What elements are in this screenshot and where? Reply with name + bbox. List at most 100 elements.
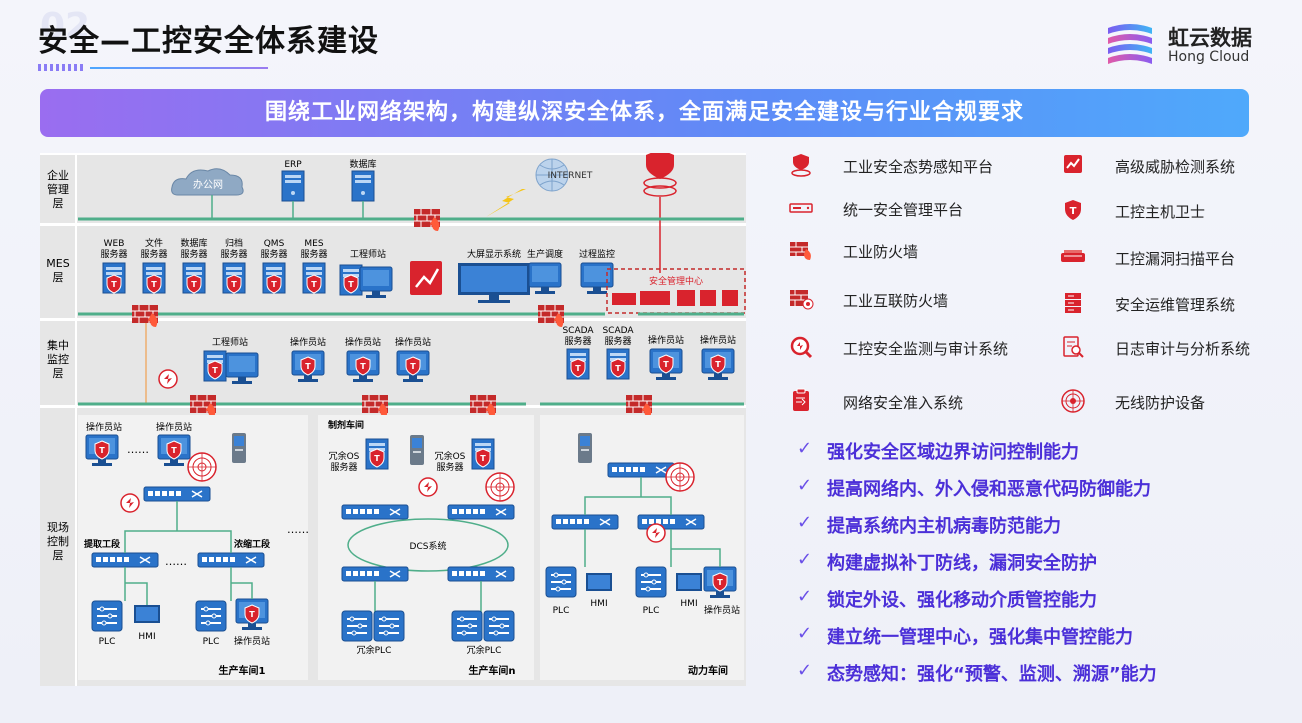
ws2-name: 生产车间n [468, 664, 515, 677]
svg-text:服务器: 服务器 [180, 248, 207, 260]
legend-label: 工业防火墙 [843, 243, 919, 261]
ws1-op2-label: 操作员站 [156, 421, 192, 433]
banner: 围绕工业网络架构，构建纵深安全体系，全面满足安全建设与行业合规要求 [40, 89, 1249, 137]
ws3-plc2: PLC [643, 606, 660, 616]
check-text: 建立统一管理中心，强化集中管控能力 [827, 627, 1133, 648]
mes-server-3: 数据库 [180, 237, 207, 249]
mgmt-center-label: 安全管理中心 [649, 275, 703, 287]
threat-detect-icon [1064, 155, 1082, 173]
ws1-dots2: …… [165, 555, 187, 568]
ws3-hmi2: HMI [680, 599, 697, 609]
ws1-plc: PLC [99, 637, 116, 647]
architecture-diagram: T 企业 管理 层 MES 层 集中 监控 层 现场 控制 层 办公网 ERP … [40, 153, 746, 686]
audit-icon [790, 336, 813, 359]
hong-cloud-logo-icon [1108, 24, 1152, 64]
mgmt-center-box: 安全管理中心 [606, 268, 746, 314]
check-icon: ✓ [797, 549, 813, 570]
logo: 虹云数据 Hong Cloud [1102, 18, 1272, 68]
svg-text:服务器: 服务器 [330, 461, 357, 473]
page-title: 安全—工控安全体系建设 [38, 24, 379, 59]
ws2-dcs: DCS系统 [410, 540, 447, 552]
mes-server-4: 归档 [225, 237, 243, 249]
legend-label: 网络安全准入系统 [843, 394, 964, 412]
big-screen-icon [458, 263, 530, 303]
svg-text:现场: 现场 [47, 520, 69, 534]
mes-server-5: QMS [264, 239, 285, 249]
office-label: 办公网 [193, 178, 223, 191]
mes-eng-station-label: 工程师站 [350, 248, 386, 260]
check-icon: ✓ [797, 623, 813, 644]
access-icon [793, 388, 809, 411]
svg-text:层: 层 [53, 367, 64, 380]
big-screen-label: 大屏显示系统 [467, 248, 521, 260]
scada-1-label: SCADA [562, 326, 594, 336]
svg-text:服务器: 服务器 [604, 335, 631, 347]
check-icon: ✓ [797, 586, 813, 607]
host-guard-icon: T [1065, 200, 1081, 220]
ws2-os1: 冗余OS [329, 450, 360, 462]
check-text: 构建虚拟补丁防线，漏洞安全防护 [827, 553, 1097, 574]
ws-between-dots: …… [287, 523, 309, 536]
legend-label: 高级威胁检测系统 [1115, 158, 1236, 176]
logo-name-en: Hong Cloud [1168, 49, 1250, 65]
svg-text:控制: 控制 [47, 534, 69, 548]
svg-text:服务器: 服务器 [220, 248, 247, 260]
check-text: 态势感知：强化“预警、监测、溯源”能力 [827, 664, 1157, 685]
check-text: 锁定外设、强化移动介质管控能力 [827, 590, 1097, 611]
legend-label: 工控漏洞扫描平台 [1115, 250, 1236, 268]
db-server-icon [351, 170, 375, 202]
mes-server-6: MES [304, 239, 323, 249]
threat-detect-icon [410, 261, 442, 295]
svg-text:MES: MES [46, 257, 69, 270]
legend-label: 工控主机卫士 [1115, 203, 1206, 221]
layer-enterprise: 企业 [47, 168, 69, 182]
legend-label: 安全运维管理系统 [1115, 296, 1236, 314]
svg-text:T: T [1070, 206, 1077, 217]
check-text: 提高网络内、外入侵和恶意代码防御能力 [827, 479, 1151, 500]
monitor-op-2: 操作员站 [345, 336, 381, 348]
ws3-name: 动力车间 [688, 664, 728, 677]
monitor-op-4: 操作员站 [648, 334, 684, 346]
title-watermark: 02 [40, 6, 91, 47]
svg-text:监控: 监控 [47, 352, 69, 366]
situation-icon [791, 154, 811, 177]
mes-server-1: WEB [104, 239, 125, 249]
ws1-dots1: …… [127, 443, 149, 456]
svg-text:层: 层 [53, 271, 64, 284]
title-decoration [38, 64, 268, 72]
legend-label: 无线防护设备 [1115, 394, 1206, 412]
ws2-os2: 冗余OS [435, 450, 466, 462]
ws3-hmi1: HMI [590, 599, 607, 609]
industrial-firewall-icon [790, 242, 811, 260]
ws1-name: 生产车间1 [219, 664, 266, 677]
erp-server-icon [281, 170, 305, 202]
monitor-op-1: 操作员站 [290, 336, 326, 348]
db-label: 数据库 [349, 158, 376, 170]
prod-dispatch-label: 生产调度 [527, 248, 563, 260]
check-icon: ✓ [797, 660, 813, 681]
check-text: 强化安全区域边界访问控制能力 [827, 442, 1079, 463]
svg-text:服务器: 服务器 [300, 248, 327, 260]
audit-icon [158, 369, 178, 389]
check-text: 提高系统内主机病毒防范能力 [827, 516, 1061, 537]
ws2-plc1: 冗余PLC [357, 644, 392, 656]
monitor-op-5: 操作员站 [700, 334, 736, 346]
svg-text:层: 层 [53, 549, 64, 562]
svg-text:服务器: 服务器 [260, 248, 287, 260]
ws1-plc2: PLC [203, 637, 220, 647]
office-cloud: 办公网 [171, 168, 244, 196]
svg-text:服务器: 服务器 [100, 248, 127, 260]
ws2-plc2: 冗余PLC [467, 644, 502, 656]
ws1-sec2: 浓缩工段 [234, 538, 271, 550]
svg-text:服务器: 服务器 [140, 248, 167, 260]
monitor-eng-station-label: 工程师站 [212, 336, 248, 348]
ws1-op3: 操作员站 [234, 635, 270, 647]
interconnect-firewall-icon [790, 290, 814, 310]
internet-label: INTERNET [548, 171, 593, 181]
ws3-op: 操作员站 [704, 604, 740, 616]
situation-platform-icon [643, 153, 677, 197]
monitor-op-3: 操作员站 [395, 336, 431, 348]
ws1-hmi: HMI [138, 632, 155, 642]
ops-mgmt-icon [1065, 293, 1081, 313]
ws1-op1-label: 操作员站 [86, 421, 122, 433]
